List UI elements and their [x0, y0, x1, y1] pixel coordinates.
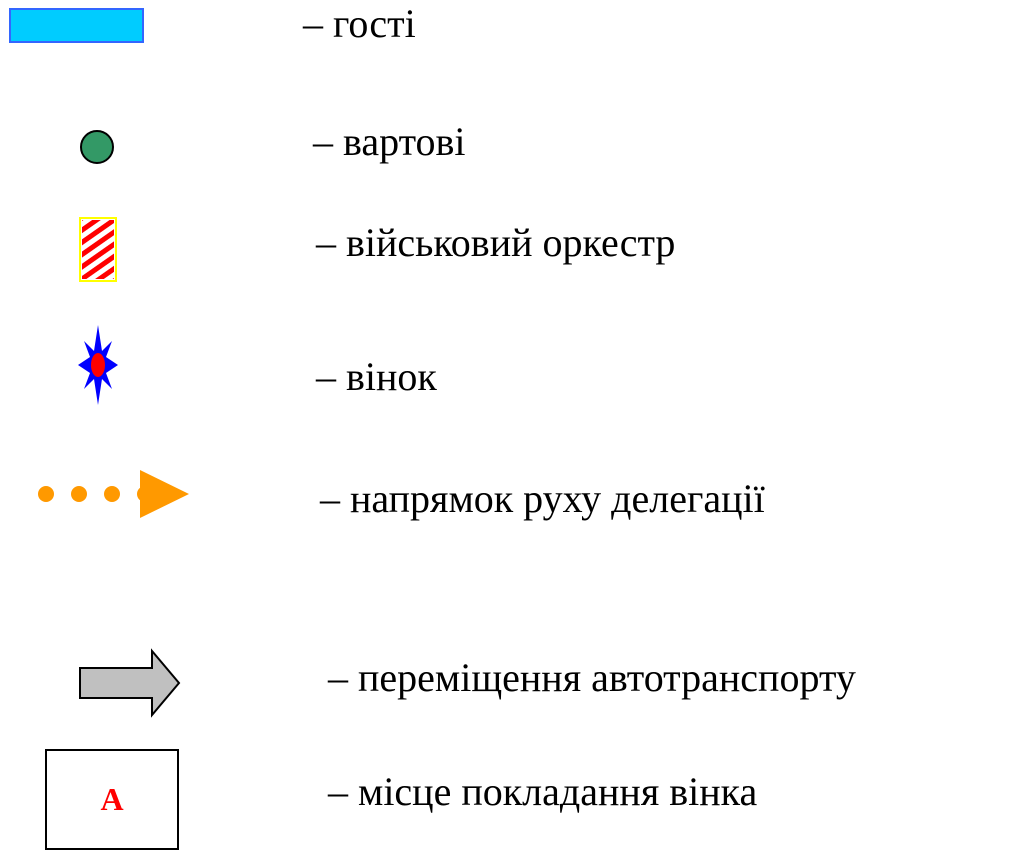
orchestra-icon	[79, 217, 117, 282]
legend-label-wreath: – вінок	[316, 354, 437, 399]
legend-label-orchestra: – військовий оркестр	[316, 220, 676, 265]
delegation-direction-icon	[38, 470, 189, 518]
legend-label-delegation: – напрямок руху делегації	[320, 476, 765, 521]
legend-label-guests: – гості	[303, 1, 416, 46]
guard-icon	[80, 130, 114, 164]
legend-label-guards: – вартові	[313, 119, 466, 164]
legend-label-wreath-place: – місце покладання вінка	[328, 769, 758, 814]
transport-arrow-icon	[79, 648, 181, 718]
wreath-place-letter: A	[100, 781, 124, 817]
wreath-place-box-icon: A	[45, 749, 179, 850]
guests-icon	[9, 8, 144, 43]
wreath-icon	[78, 325, 118, 405]
legend-label-transport: – переміщення автотранспорту	[328, 655, 856, 700]
